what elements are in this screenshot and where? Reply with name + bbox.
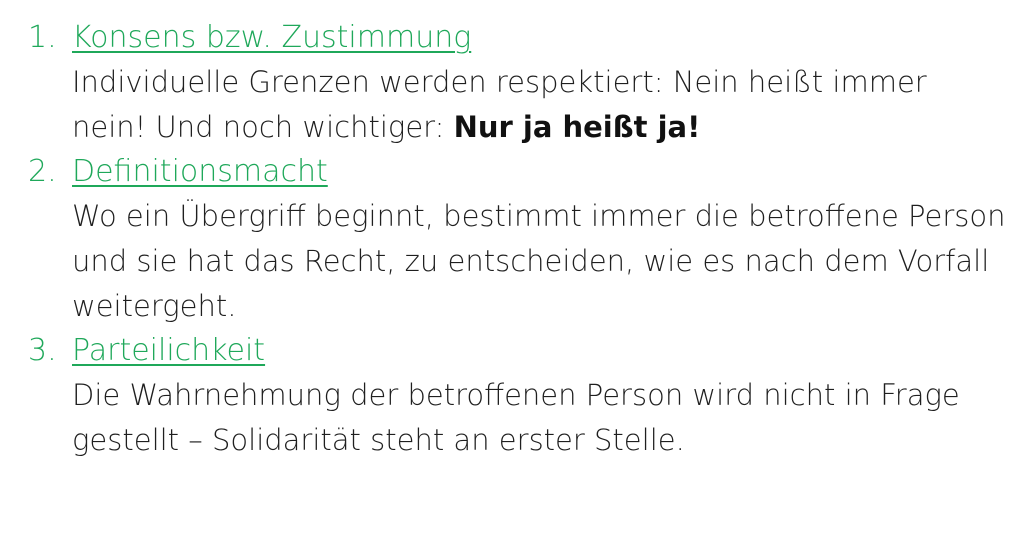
- paragraph-text: Individuelle Grenzen werden respektiert:…: [72, 65, 927, 144]
- list-item-consent: 1. Konsens bzw. Zustimmung Individuelle …: [28, 16, 1024, 150]
- list-item-partiality: 3. Parteilichkeit Die Wahrnehmung der be…: [28, 329, 1024, 463]
- list-number: 1.: [28, 20, 57, 55]
- paragraph-emphasis: Nur ja heißt ja!: [453, 110, 701, 144]
- list-number: 3.: [28, 333, 57, 368]
- list-item-definition-power: 2. Definitionsmacht Wo ein Übergriff beg…: [28, 150, 1024, 329]
- heading-partiality[interactable]: Parteilichkeit: [72, 333, 266, 368]
- paragraph-partiality: Die Wahrnehmung der betroffenen Person w…: [72, 378, 960, 457]
- list-number: 2.: [28, 154, 57, 189]
- heading-consent[interactable]: Konsens bzw. Zustimmung: [72, 20, 472, 55]
- heading-definition-power[interactable]: Definitionsmacht: [72, 154, 328, 189]
- paragraph-definition-power: Wo ein Übergriff beginnt, bestimmt immer…: [72, 199, 1006, 323]
- paragraph-consent: Individuelle Grenzen werden respektiert:…: [72, 60, 1008, 150]
